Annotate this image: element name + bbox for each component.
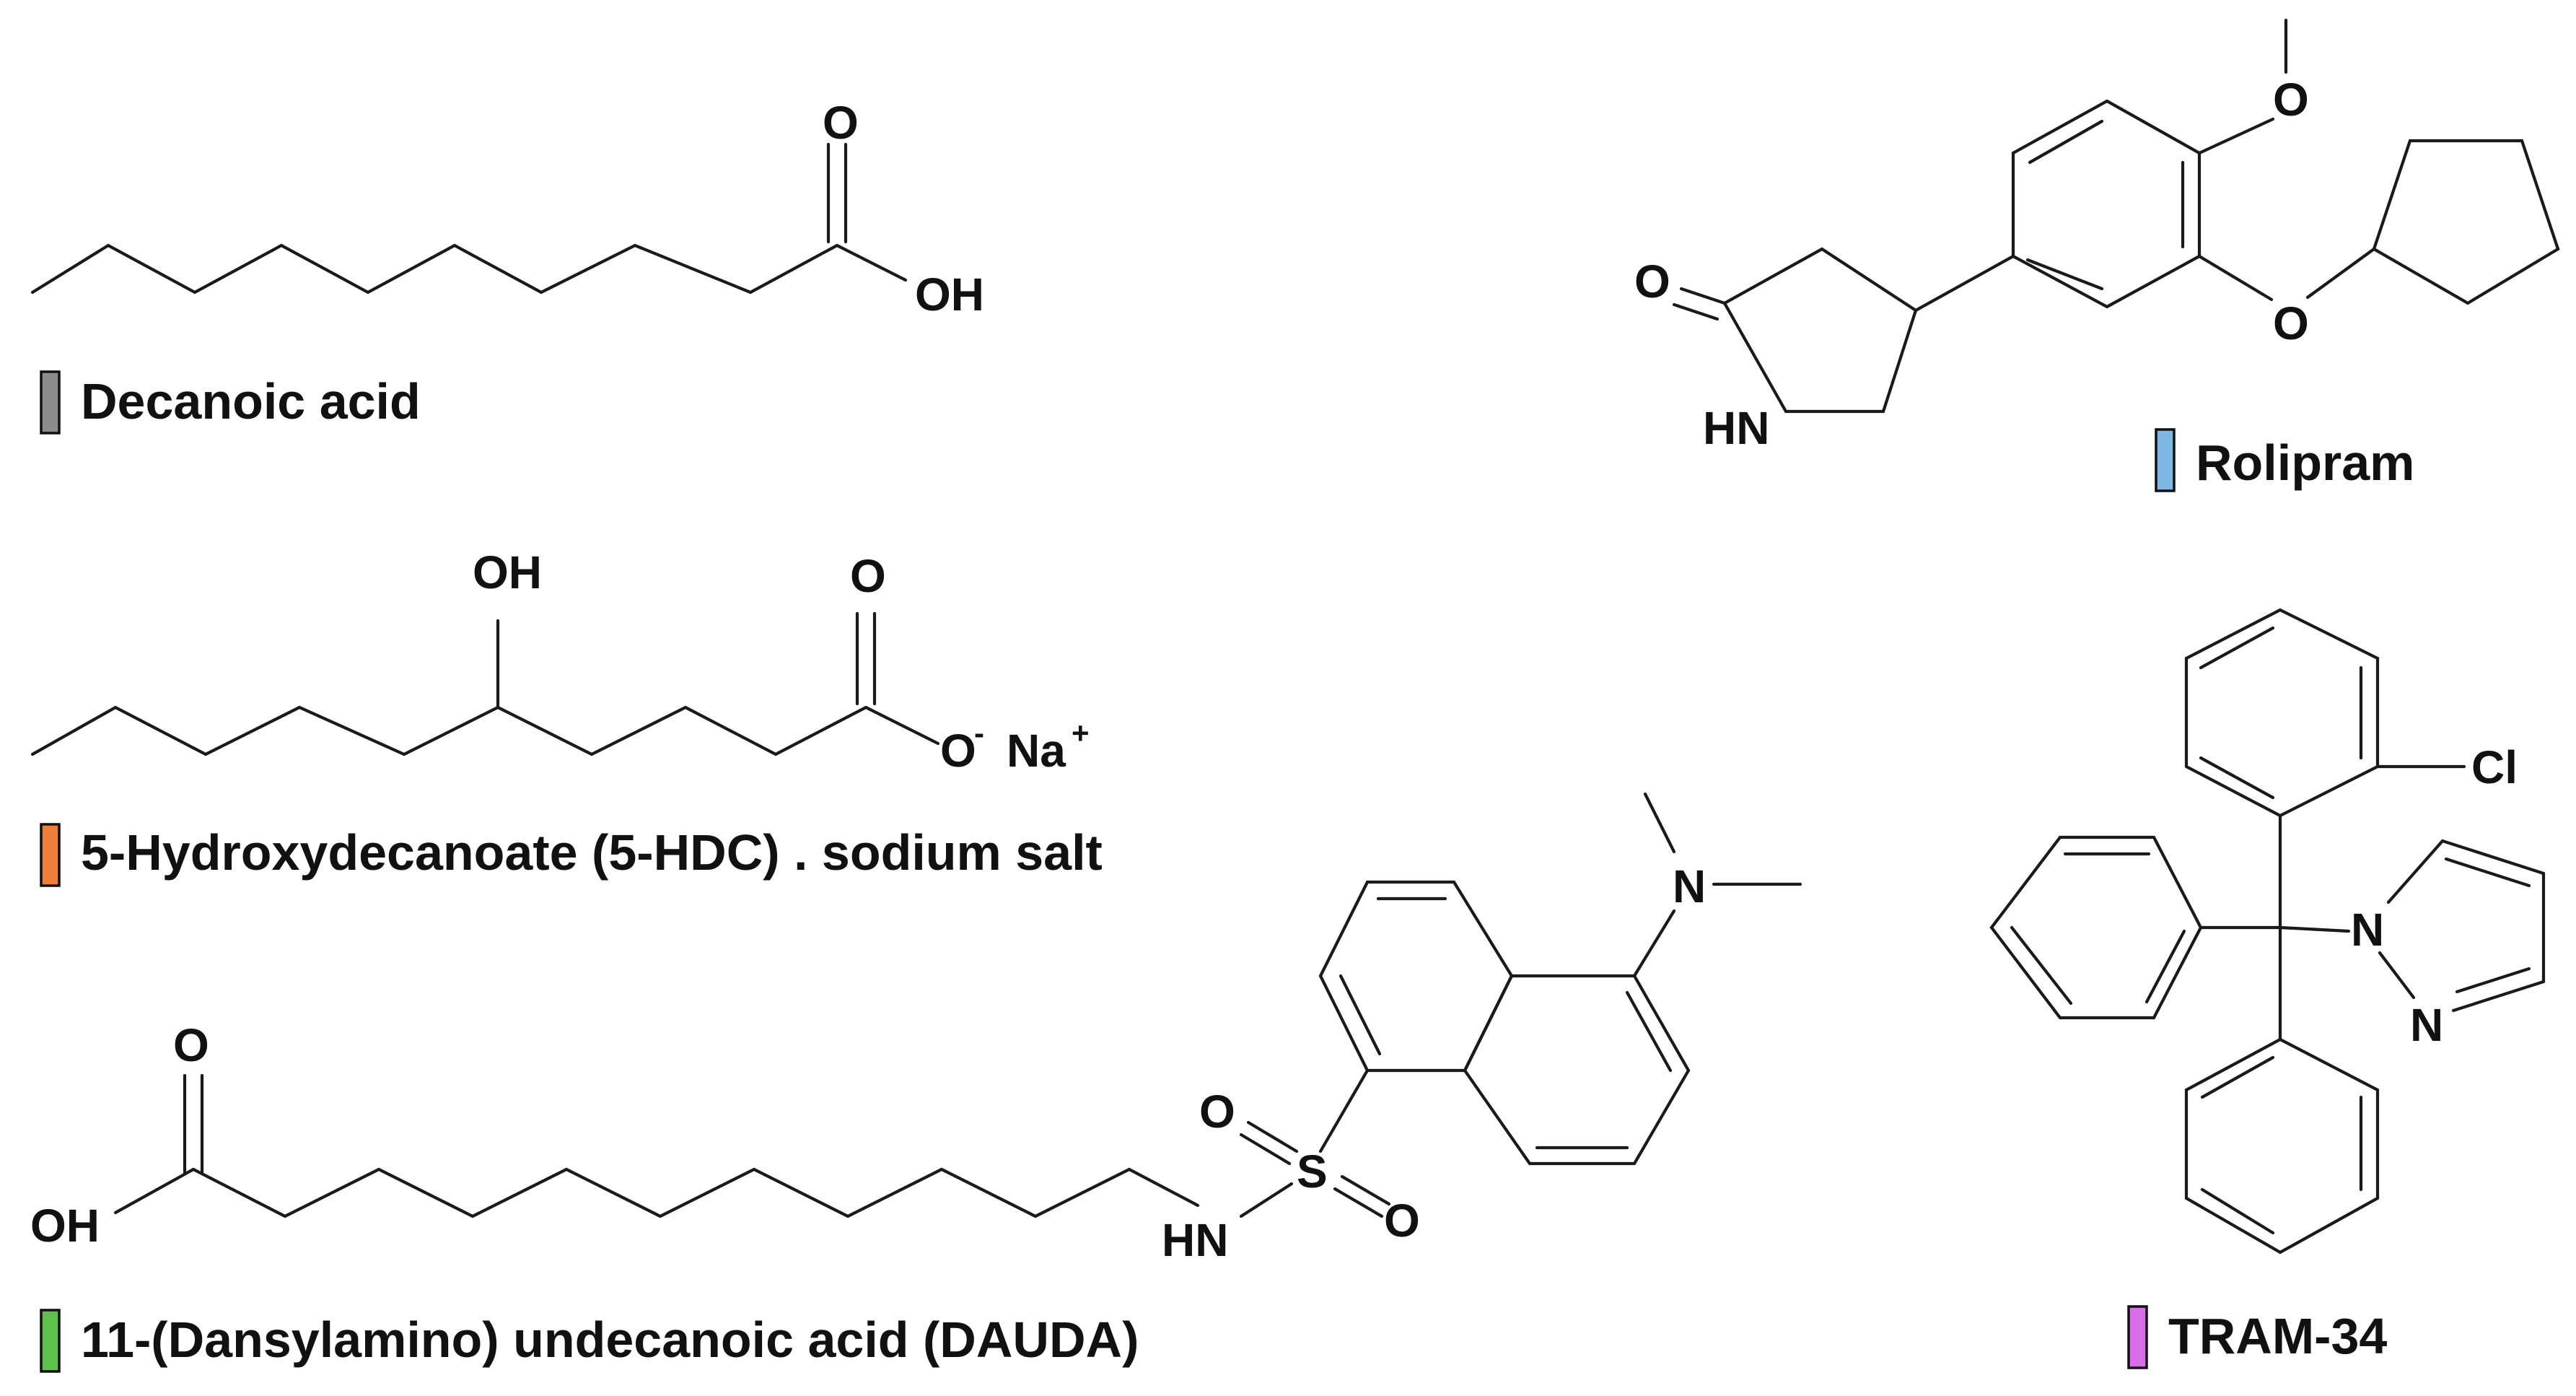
dauda-so1-bond-a <box>1246 1120 1299 1153</box>
dauda-so2-bond-b <box>1333 1187 1384 1218</box>
tram34-left-phenyl-ring <box>1989 835 2203 1020</box>
dauda-ns-bond <box>1239 1182 1294 1218</box>
tram34-n2: N <box>2410 999 2443 1051</box>
dauda-s-naphthalene-bond <box>1318 1068 1370 1153</box>
dauda-oh: OH <box>30 1200 100 1252</box>
hdc-carbonyl-o: O <box>850 550 886 602</box>
rolipram-co-bond-2 <box>1672 302 1719 321</box>
rolipram-structure: O O O HN <box>1634 18 2560 454</box>
tram34-bottom-phenyl-ring <box>2184 1037 2380 1255</box>
tram34-pyrazole-bond-4 <box>2451 980 2546 1013</box>
tram34-c-n-bond <box>2278 925 2351 933</box>
tram34-top-double-1 <box>2199 626 2275 670</box>
decanoic-acid-chain <box>30 243 839 295</box>
hdc-plus-charge: + <box>1072 716 1090 750</box>
tram34-structure: Cl N N <box>1989 608 2546 1255</box>
dauda-o2: O <box>1384 1195 1420 1247</box>
hdc-label: 5-Hydroxydecanoate (5-HDC) . sodium salt <box>81 824 1103 881</box>
dauda-so1-bond-b <box>1239 1133 1292 1166</box>
tram34-left-double-2 <box>2010 925 2073 1005</box>
tram34-top-double-3 <box>2199 756 2275 800</box>
dauda-legend: 11-(Dansylamino) undecanoic acid (DAUDA) <box>40 1309 1139 1373</box>
hdc-minus-charge: - <box>974 716 984 750</box>
rolipram-methoxy-o: O <box>2273 74 2309 126</box>
rolipram-pyrrolidinone-ring <box>1722 247 1918 414</box>
tram34-bottom-double-1 <box>2200 1055 2275 1099</box>
rolipram-aryl-lactam-bond <box>1914 254 2015 313</box>
decanoic-acid-swatch <box>40 370 61 435</box>
rolipram-benzene-ring <box>2011 99 2202 309</box>
hdc-na: Na <box>1007 725 1066 777</box>
tram34-pyrazole-bond-1 <box>2386 839 2445 904</box>
rolipram-ether-o: O <box>2273 297 2309 349</box>
tram34-label: TRAM-34 <box>2168 1308 2387 1364</box>
dauda-s: S <box>1297 1146 1328 1197</box>
tram34-pyrazole-bond-2 <box>2440 839 2546 876</box>
rolipram-legend: Rolipram <box>2155 428 2414 492</box>
tram34-chlorophenyl-ring <box>2184 608 2380 818</box>
dauda-structure: O OH HN S O O N <box>30 792 1802 1266</box>
dauda-ring-n-bond <box>1632 909 1676 978</box>
dauda-naphthalene-ring-1 <box>1318 880 1514 1073</box>
dauda-label: 11-(Dansylamino) undecanoic acid (DAUDA) <box>81 1312 1139 1368</box>
hdc-swatch <box>40 823 61 887</box>
dauda-naphthalene-ring-2 <box>1463 974 1691 1166</box>
tram34-n1: N <box>2351 904 2384 956</box>
dauda-ring1-double-2 <box>1339 974 1382 1056</box>
hdc-structure: OH O O - Na + <box>30 546 1090 777</box>
tram34-pyrazole-double-1 <box>2444 857 2531 888</box>
hdc-oh: OH <box>473 546 542 598</box>
rolipram-oet-bond <box>2197 254 2274 302</box>
dauda-swatch <box>40 1309 61 1373</box>
tram34-cl: Cl <box>2471 741 2518 793</box>
dauda-so2-bond-a <box>1340 1174 1391 1206</box>
dauda-carbonyl-o: O <box>173 1019 209 1071</box>
rolipram-ring-double-3 <box>2025 258 2104 291</box>
rolipram-lactam-o: O <box>1634 256 1670 307</box>
tram34-pyrazole-double-2 <box>2455 967 2531 994</box>
decanoic-acid-coh-bond <box>835 243 908 282</box>
dauda-chain <box>191 1167 1200 1218</box>
dauda-n-methyl-1 <box>1643 792 1676 854</box>
decanoic-acid-structure: O OH <box>30 97 984 320</box>
dauda-ring2-double-1 <box>1625 990 1673 1073</box>
dauda-n: N <box>1673 860 1706 912</box>
rolipram-co-bond-1 <box>1679 287 1727 305</box>
decanoic-acid-legend: Decanoic acid <box>40 370 421 435</box>
hdc-o-minus: O <box>940 725 976 777</box>
hdc-legend: 5-Hydroxydecanoate (5-HDC) . sodium salt <box>40 823 1103 887</box>
decanoic-acid-label: Decanoic acid <box>81 373 421 429</box>
tram34-swatch <box>2127 1305 2148 1369</box>
rolipram-o-cp-bond <box>2305 247 2376 300</box>
tram34-pyrazole-nn-bond <box>2378 951 2416 1000</box>
tram34-legend: TRAM-34 <box>2127 1305 2387 1369</box>
tram34-bottom-double-3 <box>2200 1187 2275 1235</box>
dauda-cooh-bond <box>113 1167 196 1215</box>
rolipram-hn: HN <box>1703 402 1769 454</box>
tram34-left-double-3 <box>2145 929 2186 1004</box>
hdc-co-minus-bond <box>864 705 940 746</box>
decanoic-acid-oh: OH <box>915 269 984 320</box>
hdc-chain <box>30 705 868 756</box>
dauda-hn: HN <box>1162 1214 1228 1266</box>
rolipram-swatch <box>2155 428 2176 492</box>
rolipram-label: Rolipram <box>2196 435 2414 491</box>
rolipram-ring-double-1 <box>2028 119 2104 165</box>
decanoic-acid-carbonyl-o: O <box>823 97 859 149</box>
rolipram-ome-bond <box>2197 117 2275 155</box>
rolipram-cyclopentyl <box>2372 139 2560 305</box>
dauda-o1: O <box>1199 1086 1235 1138</box>
